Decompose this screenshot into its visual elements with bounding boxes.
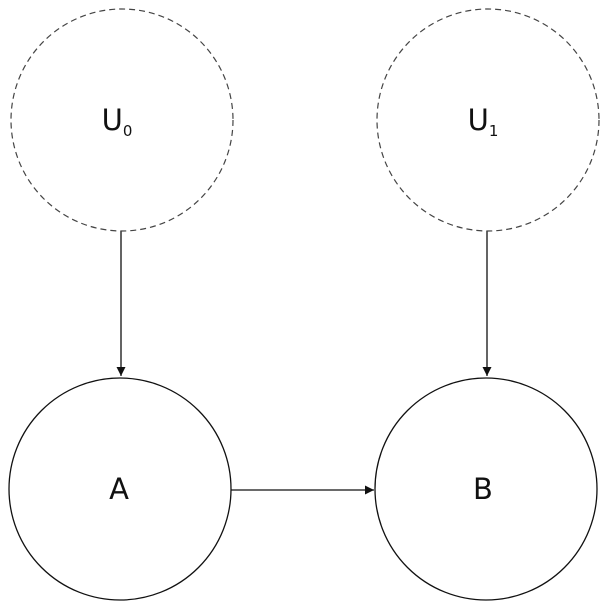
node-u1-label: U1 <box>468 103 499 140</box>
node-u0: U0 <box>10 8 234 232</box>
edges <box>116 231 492 495</box>
node-u1-circle <box>376 8 600 232</box>
node-b: B <box>374 377 598 601</box>
node-u0-circle <box>10 8 234 232</box>
node-a-label: A <box>109 472 129 506</box>
node-u0-label: U0 <box>102 103 133 140</box>
node-a-circle <box>8 377 232 601</box>
node-u1: U1 <box>376 8 600 232</box>
node-b-label: B <box>473 472 493 506</box>
node-b-circle <box>374 377 598 601</box>
node-a: A <box>8 377 232 601</box>
